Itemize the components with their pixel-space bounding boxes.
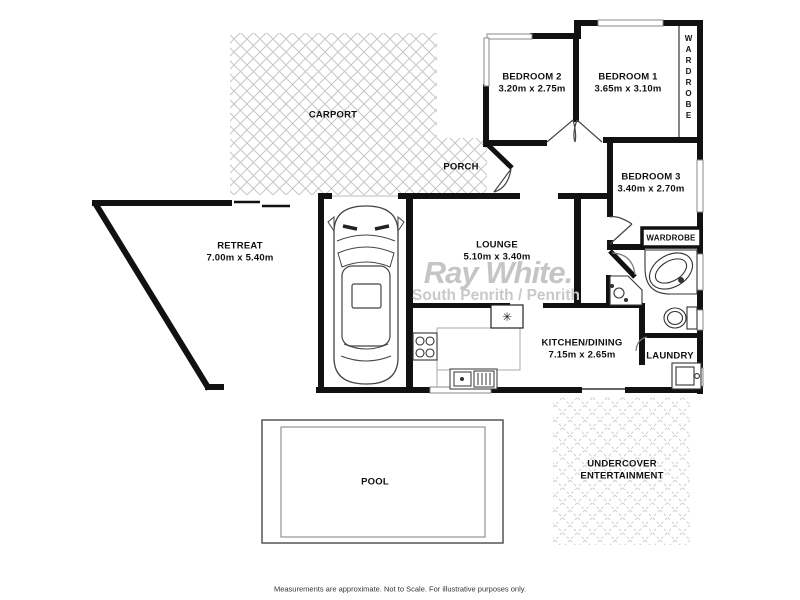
wardrobe-bed3-name: WARDROBE bbox=[646, 233, 696, 243]
kitchen-dims: 7.15m x 2.65m bbox=[548, 349, 616, 360]
car-icon bbox=[327, 205, 405, 385]
walls bbox=[92, 20, 703, 394]
bedroom1-dims: 3.65m x 3.10m bbox=[594, 83, 662, 94]
carport-label: CARPORT bbox=[309, 109, 357, 121]
disclaimer-text: Measurements are approximate. Not to Sca… bbox=[273, 584, 527, 594]
wardrobe-bed3-label: WARDROBE bbox=[646, 232, 695, 244]
doors bbox=[493, 119, 648, 352]
undercover-name-line1: UNDERCOVER bbox=[587, 458, 657, 470]
laundry-label: LAUNDRY bbox=[646, 350, 694, 362]
kitchen-label: KITCHEN/DINING 7.15m x 2.65m bbox=[542, 338, 623, 361]
porch-name: PORCH bbox=[443, 161, 479, 173]
lounge-label: LOUNGE 5.10m x 3.40m bbox=[463, 240, 530, 263]
wardrobe-box bbox=[640, 226, 703, 249]
toilet-icon bbox=[663, 306, 698, 330]
bedroom3-name: BEDROOM 3 bbox=[621, 171, 681, 183]
bedroom2-dims: 3.20m x 2.75m bbox=[498, 83, 566, 94]
bedroom3-dims: 3.40m x 2.70m bbox=[617, 183, 685, 194]
pool-name: POOL bbox=[361, 476, 389, 488]
brand-office: South Penrith / Penrith bbox=[412, 287, 580, 304]
bedroom1-label: BEDROOM 1 3.65m x 3.10m bbox=[594, 72, 661, 95]
stove-icon bbox=[412, 332, 438, 361]
undercover-hatch bbox=[553, 396, 690, 545]
undercover-name-line2: ENTERTAINMENT bbox=[580, 470, 664, 481]
carport-hatch bbox=[230, 33, 437, 195]
pool-label: POOL bbox=[361, 476, 389, 488]
bedroom3-label: BEDROOM 3 3.40m x 2.70m bbox=[617, 172, 684, 195]
sink-icon bbox=[449, 368, 498, 390]
porch-hatch bbox=[437, 138, 487, 195]
lounge-dims: 5.10m x 3.40m bbox=[463, 251, 531, 262]
undercover-label: UNDERCOVER ENTERTAINMENT bbox=[580, 459, 663, 482]
bedroom2-name: BEDROOM 2 bbox=[502, 71, 562, 83]
wall-lines bbox=[92, 26, 680, 391]
pool-outline bbox=[261, 419, 504, 544]
kitchen-name: KITCHEN/DINING bbox=[541, 337, 623, 349]
retreat-label: RETREAT 7.00m x 5.40m bbox=[206, 241, 273, 264]
lounge-name: LOUNGE bbox=[476, 239, 518, 251]
porch-label: PORCH bbox=[443, 161, 478, 173]
vanity-icon bbox=[609, 275, 643, 306]
fridge-icon: ✳ bbox=[490, 304, 524, 329]
fridge-snowflake-icon: ✳ bbox=[502, 310, 512, 324]
wardrobe-bed1-label: WARDROBE bbox=[684, 34, 693, 122]
bathtub-icon bbox=[644, 249, 698, 295]
retreat-dims: 7.00m x 5.40m bbox=[206, 252, 274, 263]
laundry-tub-icon bbox=[671, 362, 702, 390]
bedroom2-label: BEDROOM 2 3.20m x 2.75m bbox=[498, 72, 565, 95]
carport-name: CARPORT bbox=[308, 109, 358, 121]
bedroom1-name: BEDROOM 1 bbox=[598, 71, 658, 83]
retreat-name: RETREAT bbox=[217, 240, 263, 252]
brand-logo: Ray White. bbox=[423, 255, 573, 290]
laundry-name: LAUNDRY bbox=[646, 350, 694, 362]
